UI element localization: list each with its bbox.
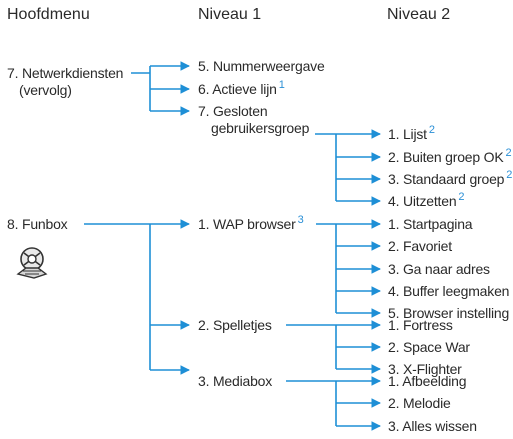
level2-favoriet: 2. Favoriet <box>388 238 452 254</box>
level2-startpagina: 1. Startpagina <box>388 216 473 232</box>
level2-buffer-leegmaken: 4. Buffer leegmaken <box>388 283 510 299</box>
level2-x-flighter: 3. X-Flighter <box>388 361 462 377</box>
level1-gesloten: 7. Gesloten <box>198 103 268 119</box>
main-menu-netwerkdiensten-sub: (vervolg) <box>19 82 72 98</box>
level2-ga-naar-adres: 3. Ga naar adres <box>388 261 490 277</box>
main-menu-funbox: 8. Funbox <box>7 216 68 232</box>
level1-spelletjes: 2. Spelletjes <box>198 317 272 333</box>
footnote-marker: 2 <box>506 169 513 181</box>
main-menu-netwerkdiensten: 7. Netwerkdiensten <box>7 65 124 81</box>
footnote-marker: 2 <box>505 147 512 159</box>
header-level-2: Niveau 2 <box>387 6 451 23</box>
level1-gesloten-sub: gebruikersgroep <box>211 120 310 136</box>
level2-afbeelding: 1. Afbeelding <box>388 373 467 389</box>
level2-browser-instelling: 5. Browser instelling <box>388 305 510 321</box>
footnote-marker: 3 <box>297 214 304 226</box>
level1-mediabox: 3. Mediabox <box>198 373 273 389</box>
footnote-marker: 2 <box>458 191 465 203</box>
level1-nummerweergave: 5. Nummerweergave <box>198 58 325 74</box>
header-level-1: Niveau 1 <box>198 6 262 23</box>
level2-fortress: 1. Fortress <box>388 317 453 333</box>
funbox-icon <box>16 247 48 279</box>
footnote-marker: 2 <box>428 124 435 136</box>
level2-alles-wissen: 3. Alles wissen <box>388 418 477 434</box>
footnote-marker: 1 <box>278 79 285 91</box>
level2-melodie: 2. Melodie <box>388 395 451 411</box>
level2-space-war: 2. Space War <box>388 339 470 355</box>
header-main-menu: Hoofdmenu <box>7 6 90 23</box>
